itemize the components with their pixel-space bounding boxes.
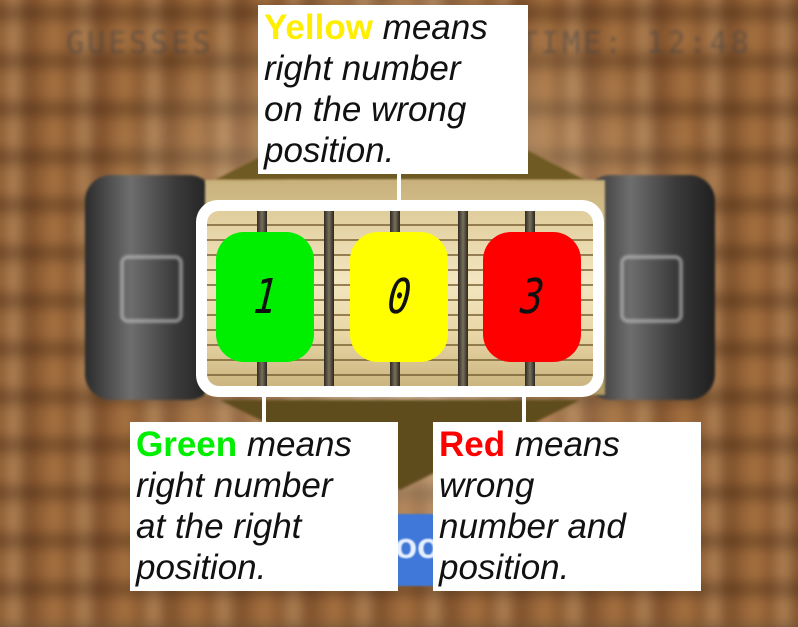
callout-keyword: Yellow	[264, 8, 373, 47]
callout-keyword: Green	[136, 425, 238, 464]
dial-divider	[324, 211, 334, 386]
green-explanation-callout: Green means right number at the right po…	[130, 422, 398, 591]
callout-text: means right number on the wrong position…	[264, 8, 488, 170]
dial-strip: 1 0 3	[207, 211, 593, 386]
callout-text: means wrong number and position.	[439, 425, 626, 587]
dial-green[interactable]: 1	[216, 232, 314, 362]
cryptex-right-cap	[585, 175, 715, 400]
dial-digit: 1	[251, 269, 279, 325]
play-button[interactable]: OO	[397, 514, 439, 586]
dial-red[interactable]: 3	[483, 232, 581, 362]
dial-yellow[interactable]: 0	[350, 232, 448, 362]
guesses-counter: GUESSES	[66, 26, 214, 61]
callout-text: means right number at the right position…	[136, 425, 352, 587]
green-callout-connector	[262, 395, 266, 425]
dial-window: 1 0 3	[196, 200, 604, 397]
red-callout-connector	[522, 395, 526, 425]
timer: TIME: 12:48	[520, 26, 752, 61]
cryptex-left-cap	[85, 175, 215, 400]
callout-keyword: Red	[439, 425, 506, 464]
dial-digit: 3	[518, 269, 546, 325]
dial-digit: 0	[385, 269, 413, 325]
red-explanation-callout: Red means wrong number and position.	[433, 422, 701, 591]
yellow-explanation-callout: Yellow means right number on the wrong p…	[258, 5, 528, 174]
dial-divider	[458, 211, 468, 386]
yellow-callout-connector	[397, 170, 401, 202]
